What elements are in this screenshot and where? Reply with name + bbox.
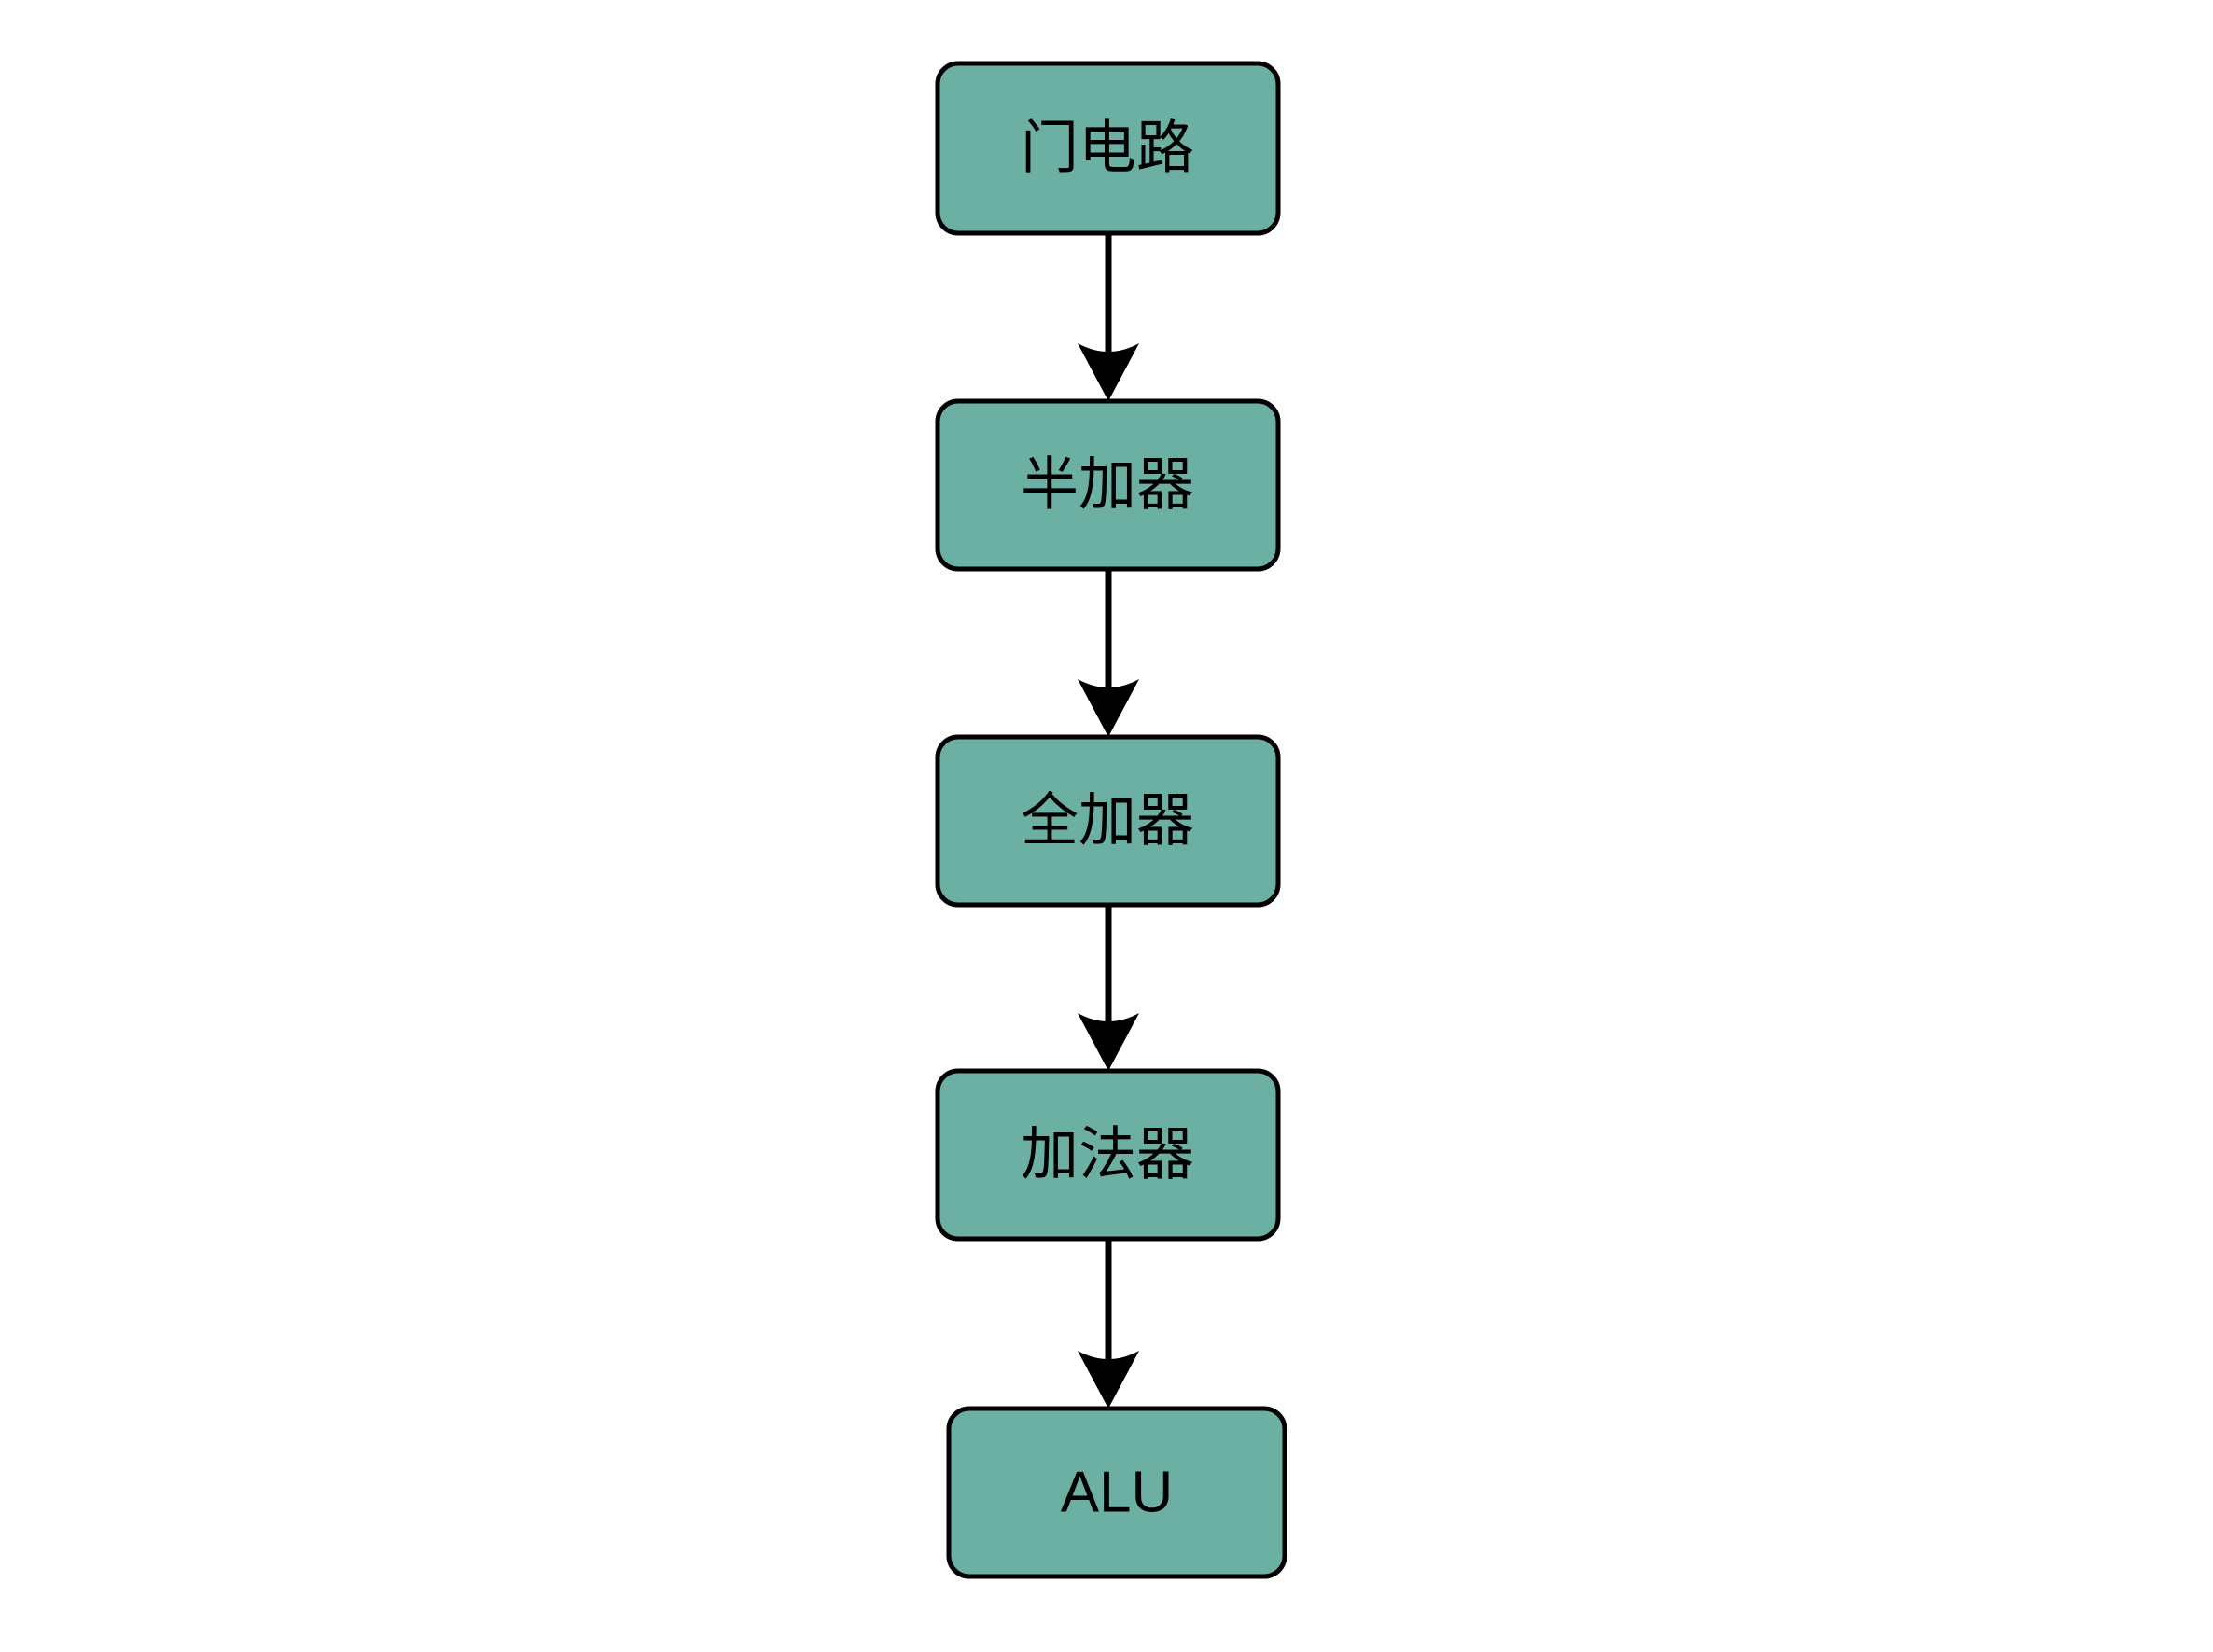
edge-full-to-adder (1078, 903, 1139, 1071)
edge-gate-to-half (1078, 233, 1139, 401)
node-box[interactable] (935, 398, 1281, 572)
node-box[interactable] (935, 61, 1281, 236)
flow-node-full-adder[interactable]: 全加器 (935, 734, 1281, 908)
arrowhead-icon (1078, 679, 1139, 737)
arrowhead-icon (1078, 1351, 1139, 1409)
node-box[interactable] (935, 734, 1281, 908)
arrowhead-icon (1078, 343, 1139, 401)
edge-half-to-full (1078, 569, 1139, 737)
node-label: 全加器 (1021, 789, 1194, 854)
arrowhead-icon (1078, 1013, 1139, 1071)
node-label: 半加器 (1021, 453, 1194, 518)
node-label: ALU (1061, 1461, 1174, 1525)
node-box[interactable] (935, 1068, 1281, 1242)
flow-node-gate-circuit[interactable]: 门电路 (935, 61, 1281, 236)
edge-adder-to-alu (1078, 1239, 1139, 1409)
node-box[interactable] (946, 1406, 1287, 1579)
flow-node-adder[interactable]: 加法器 (935, 1068, 1281, 1242)
node-label: 门电路 (1021, 117, 1194, 181)
flow-node-half-adder[interactable]: 半加器 (935, 398, 1281, 572)
flow-node-alu[interactable]: ALU (946, 1406, 1287, 1579)
node-label: 加法器 (1021, 1123, 1194, 1187)
